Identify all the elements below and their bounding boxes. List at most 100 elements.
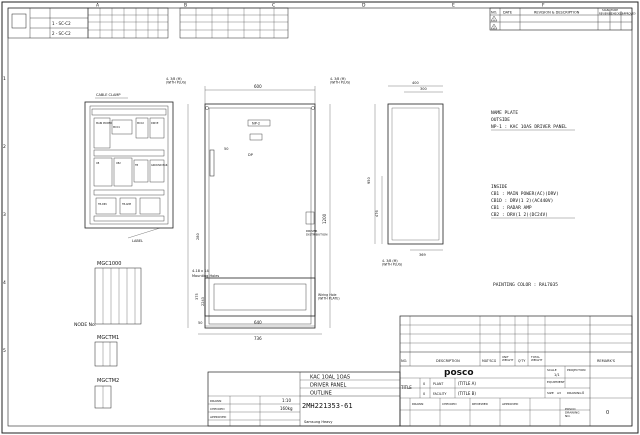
title-row-2-value: (TITLE B) (458, 391, 476, 396)
grid-row-label: 2 (3, 144, 6, 150)
breaker-label: CB2 (116, 162, 121, 165)
grid-column-label: B (184, 3, 187, 9)
eyebolt-left-note: 4- 3/8 (M)(WITH PLUG) (166, 77, 186, 85)
dim-height-lower: 476 (375, 210, 379, 217)
title-row-1-value: (TITLE A) (458, 381, 476, 386)
dim-left-50: 50 (224, 147, 228, 151)
dim-base: 369 (419, 253, 426, 257)
breaker-label: MCC1 (113, 126, 120, 129)
dim-depth-inner: 300 (420, 87, 427, 91)
breaker-label: TB (135, 164, 138, 167)
rev-header-date: DATE (503, 11, 512, 15)
title-row-1-field: PLANT (433, 382, 443, 386)
size-value: A3 (557, 391, 561, 395)
grid-row-label: 4 (3, 280, 6, 286)
inside-item-4: CB2 : DRV(1 2)(DC24V) (491, 212, 548, 218)
parts-header-qty: Q'TY (518, 359, 525, 363)
dim-base-50: 50 (198, 321, 202, 325)
dim-height-total: 1200 (322, 213, 327, 224)
breaker-label: DRIVE (151, 122, 159, 125)
drawing-label: DRAWING (567, 391, 582, 395)
component-main-power (93, 117, 111, 149)
component-mcc (111, 119, 133, 135)
grid-row-label: 1 (3, 76, 6, 82)
breaker-label: CB (96, 162, 100, 165)
component-cb (149, 117, 165, 139)
sheet-no: 0 (606, 410, 609, 416)
outside-item-1: NP-1 : KAC 1OAS DRIVER PANEL (491, 124, 567, 130)
cable-clamp-label: CABLE CLAMP (96, 93, 121, 97)
dim-width: 600 (254, 84, 262, 89)
breaker-label: TB-DRV (98, 203, 107, 206)
grid-column-label: A (96, 3, 100, 9)
size-label: SIZE (547, 391, 554, 395)
rev-mark-1: 1 (493, 18, 495, 22)
outline-side-view: 400 300 950 476 369 4- 3/8 (M)(WITH PLUG… (367, 81, 444, 267)
vendor-drawing-no: 2MH221353-61 (302, 402, 353, 410)
eyebolt-icon (311, 106, 315, 110)
front-label-tag: LABEL (132, 239, 143, 243)
vendor-title-line-2: DRIVER PANEL (310, 383, 346, 389)
rev-header-checked: CHECKED (611, 12, 623, 16)
rev-triangle-2 (490, 23, 498, 30)
rev-header-signature: SIGNATURE (602, 8, 618, 12)
inside-item-3: CB1 : RADAR AMP (491, 205, 532, 211)
top-left-row-2: 2 - SC-C2 (52, 31, 71, 36)
breaker-label: MCC2 (137, 122, 144, 125)
rev-header-description: REVISION & DESCRIPTION (534, 11, 580, 15)
vendor-weight: 160kg (280, 406, 293, 411)
top-left-row-1: 1 - SC-C2 (52, 21, 71, 26)
door-label: DP (248, 153, 253, 157)
grid-column-label: E (452, 3, 455, 9)
breaker-label: GROUND BAR (151, 164, 168, 167)
top-spec-table (87, 7, 289, 39)
door-handle (209, 149, 215, 177)
vendor-company: Samsung Heavy (304, 420, 332, 424)
grid-row-label: 3 (3, 212, 6, 218)
sign-checked: CHECKED (442, 402, 457, 406)
mgc1000-label: MGC1000 (97, 261, 121, 267)
eyebolt-right-note: 4- 3/8 (M)(WITH PLUG) (330, 77, 350, 85)
dim-bottom-280: 280 (196, 233, 200, 240)
component-drive (135, 117, 149, 139)
vendor-block: KAC 1OAL 1OAS DRIVER PANEL OUTLINE 1:10 … (207, 371, 401, 427)
company-logo (11, 13, 27, 29)
wiring-hole-note: Wiring Hole(WITH PLATE) (318, 293, 340, 301)
dim-height-body: 950 (367, 177, 371, 184)
vendor-row-checked: CHECKED (210, 407, 225, 411)
vendor-row-approved: APPROVED (210, 415, 227, 419)
rev-header-no: NO. (491, 11, 497, 15)
nameplate-np2 (247, 119, 271, 127)
rev-header-reviewed: REVIEWED (599, 12, 612, 16)
inside-title: INSIDE (491, 184, 508, 190)
nameplate-np2-label: NP-2 (252, 122, 260, 126)
dim-base-736: 736 (254, 336, 262, 341)
vendor-scale: 1:10 (282, 398, 291, 403)
posco-logo: posco (444, 368, 474, 378)
node-no-label: NODE No. (74, 322, 96, 328)
breaker-label: MAIN POWER (96, 122, 112, 125)
title-label: TITLE (400, 385, 412, 390)
parts-header-no: NO. (401, 359, 407, 363)
vendor-row-drawn: DRAWN (210, 399, 221, 403)
projection-label: PROJECTION (567, 368, 585, 372)
parts-header-description: DESCRIPTION (436, 359, 460, 363)
dim-depth: 400 (412, 81, 419, 85)
grid-column-label: D (362, 3, 366, 9)
scale-value: 1/1 (554, 373, 560, 377)
sign-drawn: DRAWN (412, 402, 423, 406)
equipment-label: EQUIPMENT (547, 380, 565, 384)
holes-note: 4-18 x 14 (192, 269, 209, 273)
base-bottom-view: 640 736 375 2243 50 4-18 x 14 Mounting H… (192, 269, 340, 341)
revision-block: NO. DATE REVISION & DESCRIPTION SIGNATUR… (489, 7, 636, 31)
dim-base-375: 375 (195, 293, 199, 300)
